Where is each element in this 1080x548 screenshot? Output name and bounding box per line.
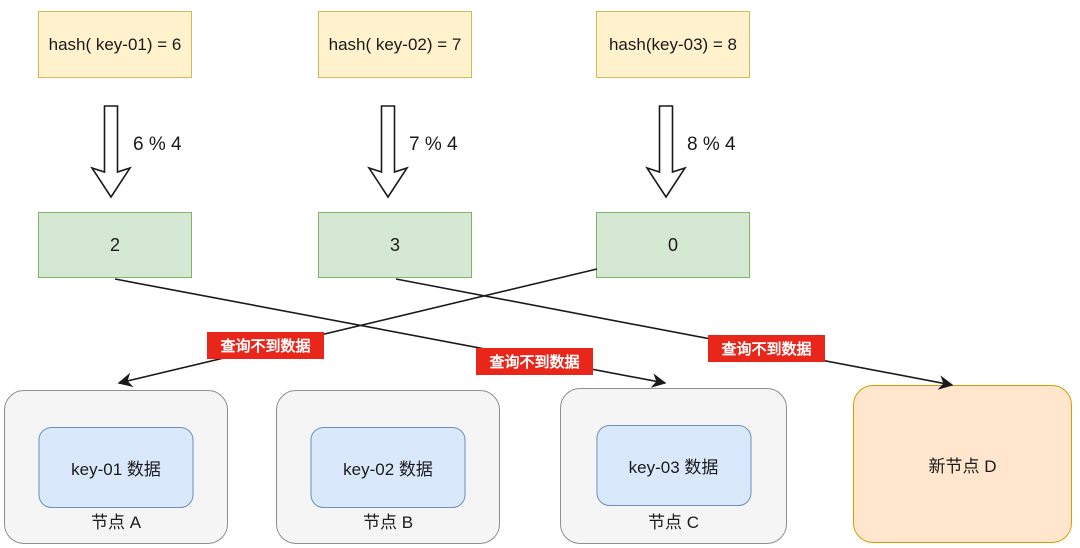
node-c-data-box: key-03 数据	[596, 425, 751, 506]
result-box-2-value: 2	[109, 234, 120, 255]
node-d-title: 新节点 D	[928, 456, 997, 476]
node-b: key-02 数据 节点 B	[276, 390, 500, 544]
hash-box-key-03-text: hash(key-03) = 8	[608, 34, 738, 54]
result-box-0: 0	[596, 212, 750, 278]
down-arrow-icon	[645, 105, 687, 199]
node-a-data-box: key-01 数据	[38, 427, 194, 508]
hash-box-key-01: hash( key-01) = 6	[38, 11, 192, 78]
result-box-0-value: 0	[667, 234, 678, 255]
error-label-1: 查询不到数据	[207, 332, 324, 359]
hash-box-key-02-text: hash( key-02) = 7	[328, 34, 462, 54]
result-box-2: 2	[38, 212, 192, 278]
node-c-data-text: key-03 数据	[628, 458, 719, 477]
down-arrow-icon	[367, 105, 409, 199]
error-label-2: 查询不到数据	[476, 348, 593, 375]
hash-box-key-01-text: hash( key-01) = 6	[48, 34, 182, 54]
node-b-data-text: key-02 数据	[343, 460, 433, 479]
mod-label-1: 6 % 4	[133, 134, 182, 155]
node-c: key-03 数据 节点 C	[560, 388, 787, 544]
node-a-data-text: key-01 数据	[71, 460, 161, 479]
hash-box-key-02: hash( key-02) = 7	[318, 11, 472, 78]
node-b-title: 节点 B	[362, 513, 414, 532]
node-a: key-01 数据 节点 A	[4, 390, 228, 544]
node-a-title: 节点 A	[90, 513, 142, 532]
mod-label-2: 7 % 4	[409, 134, 458, 155]
node-d-new: 新节点 D	[853, 385, 1072, 543]
node-c-title: 节点 C	[648, 513, 699, 532]
node-b-data-box: key-02 数据	[310, 427, 466, 508]
error-label-3: 查询不到数据	[708, 335, 825, 362]
hash-box-key-03: hash(key-03) = 8	[596, 11, 750, 78]
mod-label-3: 8 % 4	[687, 134, 736, 155]
down-arrow-icon	[90, 105, 132, 199]
result-box-3-value: 3	[389, 234, 400, 255]
result-box-3: 3	[318, 212, 472, 278]
